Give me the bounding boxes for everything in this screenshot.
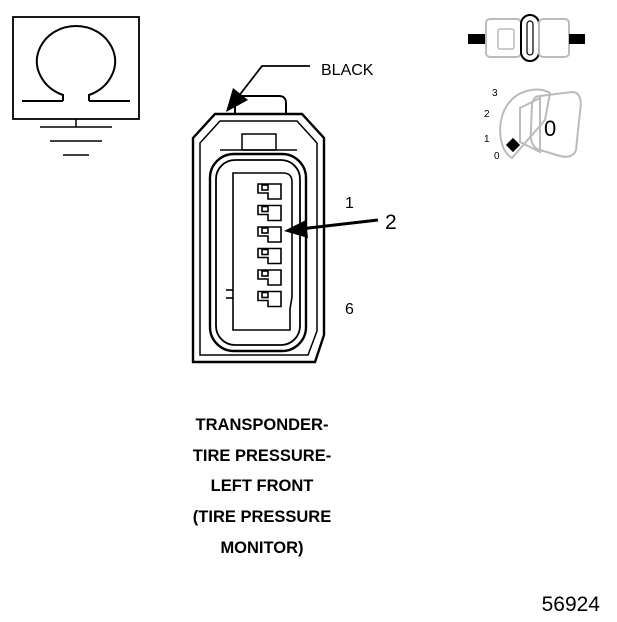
caption-line-1: TRANSPONDER- (196, 416, 329, 434)
pin-cavity (257, 290, 282, 308)
connector-body (191, 95, 326, 364)
pin-terminal (261, 184, 269, 191)
caption-line-2: TIRE PRESSURE- (193, 447, 331, 465)
wire-color-label: BLACK (321, 62, 374, 79)
callout-number: 2 (385, 211, 397, 234)
ignition-key-icon: 0 3 2 1 0 (484, 88, 582, 162)
color-leader-line (226, 65, 310, 112)
pin-terminal (261, 227, 269, 234)
pin-terminal (261, 291, 269, 299)
caption-line-5: MONITOR) (220, 539, 303, 557)
pin-cavity (257, 269, 282, 286)
ignition-pos-3: 3 (492, 88, 498, 99)
caption-line-4: (TIRE PRESSURE (193, 508, 331, 526)
pin-first-label: 1 (345, 195, 354, 212)
ignition-pos-2: 2 (484, 109, 490, 120)
ignition-pos-0: 0 (494, 151, 500, 162)
pin-terminal (261, 205, 269, 213)
pin-cavity (257, 247, 282, 265)
figure-number: 56924 (542, 593, 601, 616)
ignition-pos-1: 1 (484, 134, 490, 145)
connector-plug-icon (468, 14, 585, 62)
caption: TRANSPONDER- TIRE PRESSURE- LEFT FRONT (… (193, 416, 331, 557)
pin-last-label: 6 (345, 301, 354, 318)
pin-cavities (257, 183, 282, 308)
pin-terminal (261, 270, 269, 277)
pin-cavity (257, 183, 282, 200)
caption-line-3: LEFT FRONT (211, 477, 314, 495)
key-label: 0 (544, 116, 556, 141)
pin-terminal (261, 248, 269, 256)
ground-symbol-icon (12, 16, 140, 156)
callout-arrow (284, 218, 379, 238)
pin-cavity (257, 226, 282, 243)
pin-cavity (257, 204, 282, 222)
